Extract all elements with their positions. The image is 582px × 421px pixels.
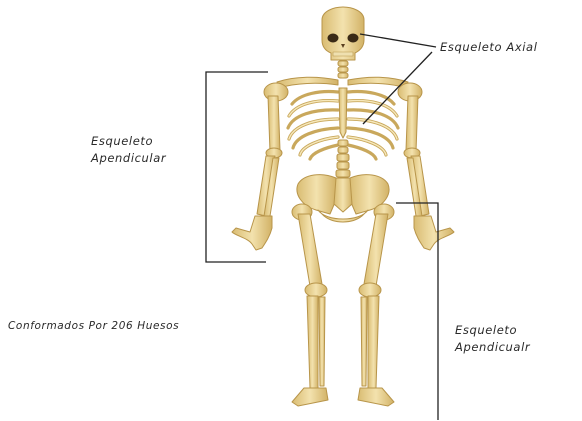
skeleton-figure	[232, 7, 454, 406]
axial-pointer-diagonal	[363, 52, 432, 124]
skull	[322, 7, 364, 60]
label-esqueleto-apendicualr-right: Esqueleto Apendicualr	[455, 322, 530, 356]
arm-left	[232, 96, 282, 250]
arm-right	[404, 96, 454, 250]
label-apendicualr-right-line2: Apendicualr	[455, 339, 530, 356]
sternum	[339, 88, 347, 138]
leg-right	[358, 204, 394, 406]
label-conformados-por-206-huesos: Conformados Por 206 Huesos	[8, 318, 179, 335]
cervical-spine	[338, 61, 348, 78]
leg-left	[292, 204, 328, 406]
label-apendicular-left-line2: Apendicular	[91, 150, 166, 167]
label-esqueleto-apendicular-left: Esqueleto Apendicular	[91, 133, 166, 167]
axial-pointer-line	[360, 34, 436, 47]
label-apendicular-left-line1: Esqueleto	[91, 133, 166, 150]
label-esqueleto-axial: Esqueleto Axial	[440, 39, 538, 56]
label-apendicualr-right-line1: Esqueleto	[455, 322, 530, 339]
spine	[336, 140, 350, 177]
